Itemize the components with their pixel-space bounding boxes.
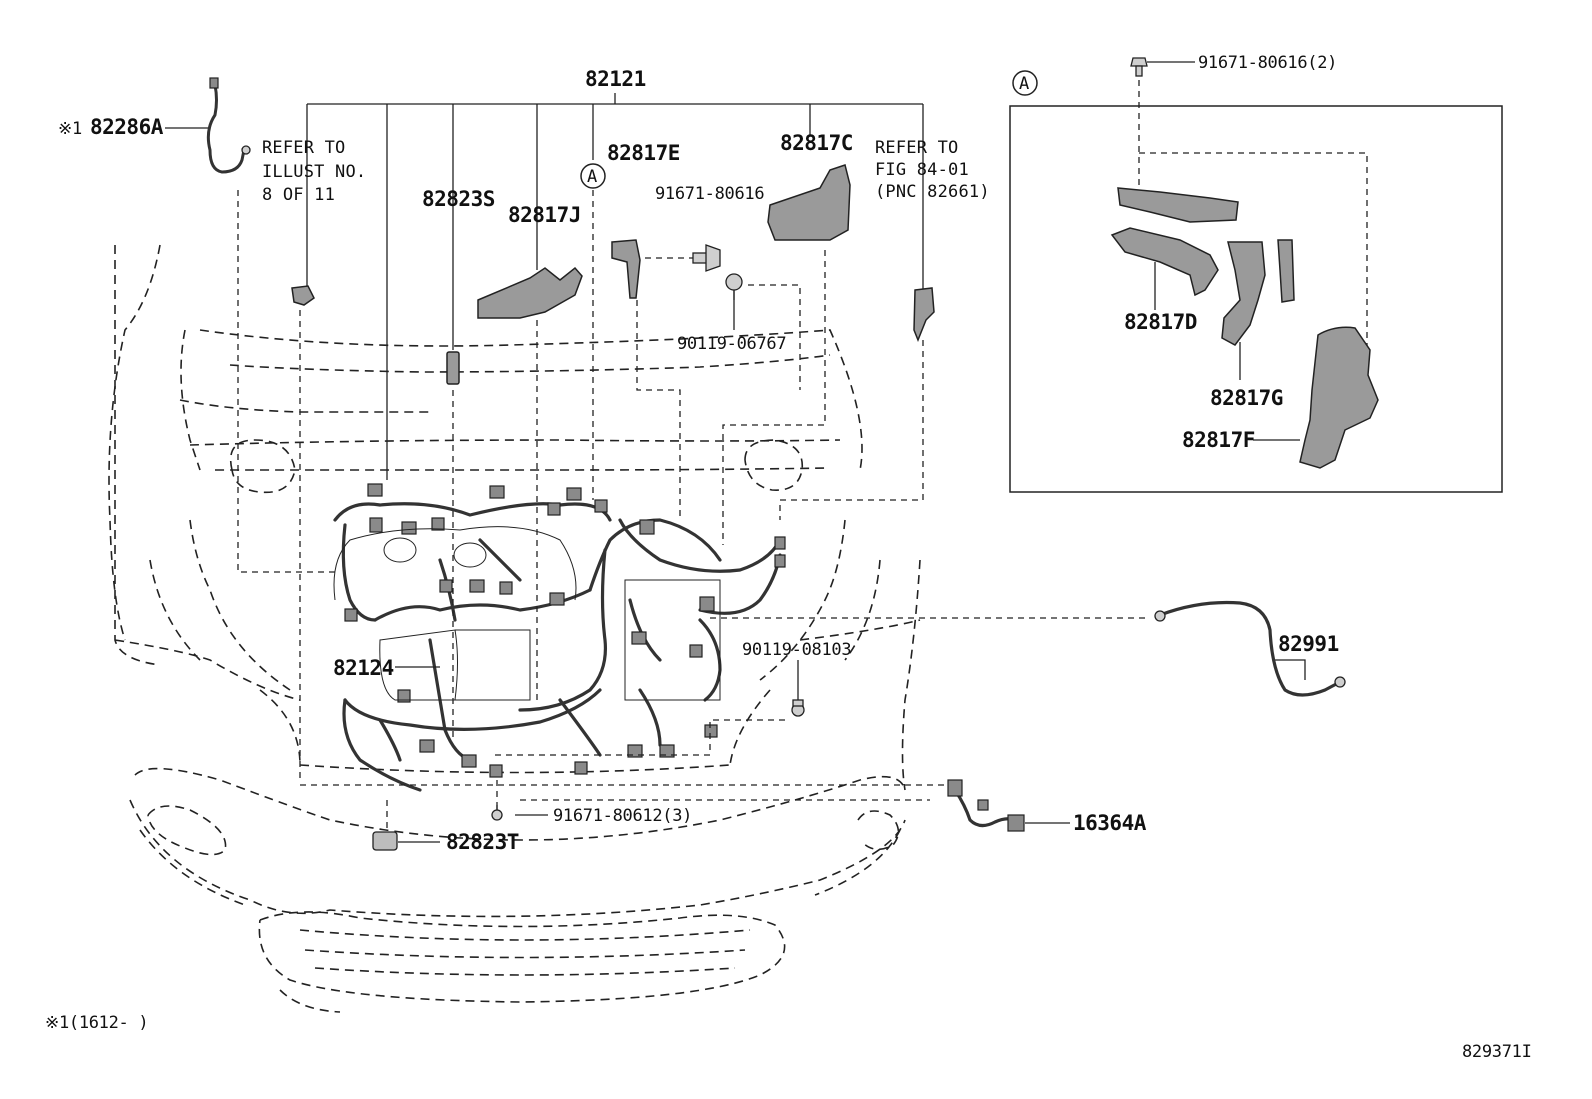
label-82121: 82121 [585,67,646,91]
part-82823S-illustration [446,351,460,385]
illustration-id: 829371I [1462,1042,1532,1062]
label-82286A: 82286A [90,115,164,139]
inset-frame [1009,105,1503,493]
label-82124: 82124 [333,656,394,680]
label-82823T: 82823T [446,830,519,854]
label-82817F: 82817F [1182,428,1255,452]
refer-note-2-line-2: FIG 84-01 [875,160,969,180]
part-82823T-illustration [372,831,398,851]
label-82817C: 82817C [780,131,853,155]
part-82817D-illustration [1110,187,1239,297]
clip-82121-left [291,285,315,306]
clip-82121-right [913,287,935,343]
part-82817F-illustration [1299,326,1379,469]
callout-a-inset-circle [1012,70,1038,96]
callout-a-main: A [587,167,597,187]
label-82991: 82991 [1278,632,1339,656]
refer-note-2-line-1: REFER TO [875,138,958,158]
applicability-footnote: ※1(1612- ) [45,1013,148,1033]
part-16364A-illustration [947,779,1025,832]
bolt-91671-80612 [491,805,503,821]
main-labels: 82121 ※1 82286A REFER TO ILLUST NO. 8 OF… [58,67,1339,854]
label-90119-06767: 90119-06767 [677,334,786,354]
label-82817J: 82817J [508,203,581,227]
part-82286A-illustration [206,77,251,174]
callout-a-main-circle [580,163,606,189]
part-82991-illustration [1154,600,1346,697]
part-82817G-illustration [1221,239,1295,346]
reference-lines [165,93,1306,843]
bolt-90119-06767 [725,273,743,300]
part-82817E-illustration [611,239,641,299]
detail-inset-a: A 91671-80616(2) 82817D 82817G 8281 [1009,53,1503,493]
part-82817C-illustration [767,164,851,241]
label-91671-80616-2: 91671-80616(2) [1198,53,1337,73]
footnote-marker: ※1 [58,119,82,139]
label-91671-80612: 91671-80612(3) [553,806,692,826]
bolt-90119-08103 [791,699,805,717]
callout-a-inset: A [1019,74,1029,94]
bolt-91671-80616 [692,244,721,272]
label-90119-08103: 90119-08103 [742,640,851,660]
label-82817D: 82817D [1124,310,1197,334]
refer-note-2-line-3: (PNC 82661) [875,182,990,202]
label-91671-80616: 91671-80616 [655,184,764,204]
refer-note-1-line-2: ILLUST NO. [262,162,366,182]
engine-wire-harness [333,483,786,792]
label-16364A: 16364A [1073,811,1147,835]
refer-note-1-line-1: REFER TO [262,138,345,158]
vehicle-outline [108,244,921,1013]
label-82823S: 82823S [422,187,495,211]
part-82817J-illustration [477,266,583,319]
label-82817G: 82817G [1210,386,1283,410]
refer-note-1-line-3: 8 OF 11 [262,185,335,205]
label-82817E: 82817E [607,141,680,165]
bolt-91671-80616-inset [1130,57,1148,77]
